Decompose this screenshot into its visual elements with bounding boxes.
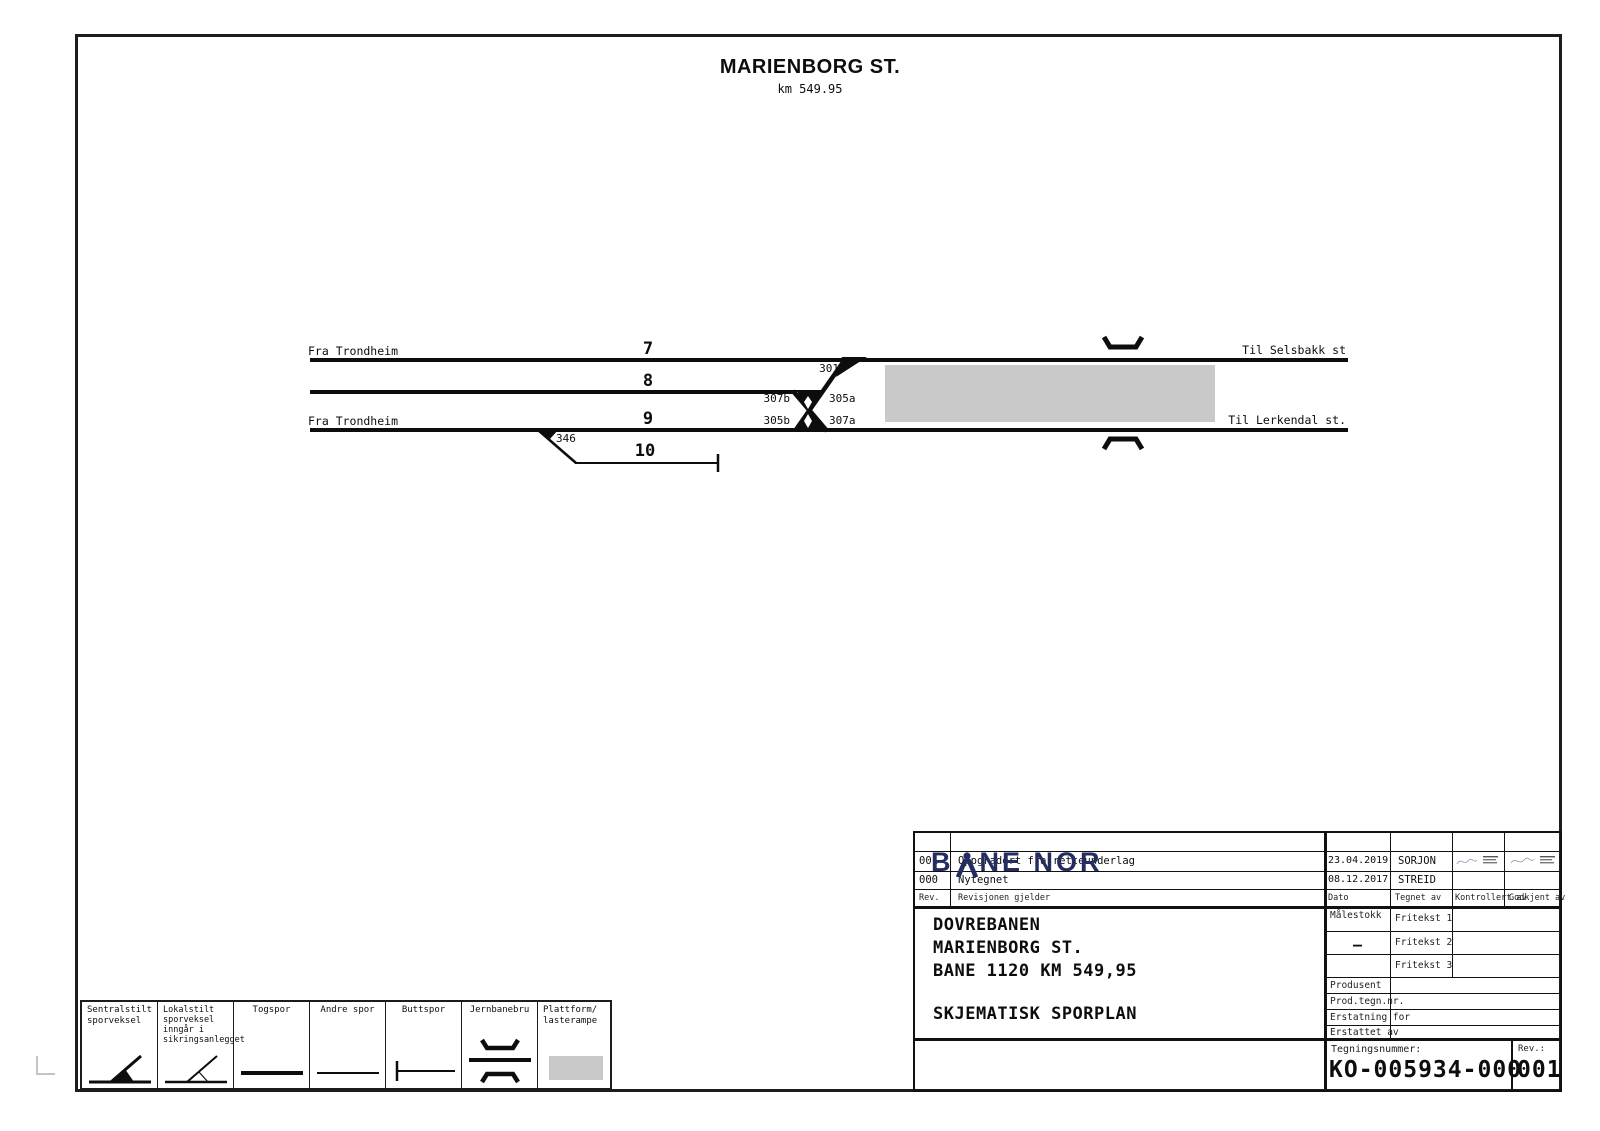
legend-label: Lokalstilt bbox=[163, 1005, 215, 1015]
legend-label: Togspor bbox=[252, 1005, 291, 1015]
rev-header-checked: Kontrollert av bbox=[1455, 893, 1527, 903]
local-switch-icon bbox=[164, 1055, 227, 1084]
field-erstatning-for: Erstatning for bbox=[1330, 1012, 1411, 1023]
drawing-number-label: Tegningsnummer: bbox=[1331, 1044, 1422, 1055]
legend-label: sporveksel bbox=[87, 1016, 142, 1026]
project-line-2: MARIENBORG ST. bbox=[933, 938, 1084, 958]
field-malestokk-value: – bbox=[1353, 936, 1363, 954]
rev-000-date: 08.12.2017 bbox=[1328, 874, 1389, 885]
drawing-type: SKJEMATISK SPORPLAN bbox=[933, 1004, 1137, 1024]
rev-001-number: 001 bbox=[919, 855, 938, 867]
logo-a-mark-icon bbox=[955, 852, 978, 877]
field-erstattet-av: Erstattet av bbox=[1330, 1027, 1399, 1038]
rev-header-approved: Godkjent av bbox=[1509, 893, 1566, 903]
rev-000-desc: Nytegnet bbox=[958, 874, 1009, 886]
field-prodtegnnr: Prod.tegn.nr. bbox=[1330, 996, 1405, 1007]
legend-label: sporveksel inngår i bbox=[163, 1015, 215, 1035]
drawing-number: KO-005934-000 bbox=[1329, 1057, 1523, 1083]
other-track-icon bbox=[316, 1072, 379, 1074]
drawing-border bbox=[75, 34, 1562, 1092]
legend: Sentralstilt sporveksel Lokalstilt sporv… bbox=[80, 1000, 612, 1090]
signature-scribble-godkjent bbox=[1510, 856, 1555, 864]
legend-label: Sentralstilt bbox=[87, 1005, 153, 1015]
legend-item-jernbanebru: Jernbanebru bbox=[462, 1002, 538, 1088]
central-switch-icon bbox=[88, 1054, 151, 1084]
rev-header-date: Dato bbox=[1328, 893, 1349, 903]
field-fritekst2: Fritekst 2 bbox=[1395, 937, 1453, 948]
field-produsent: Produsent bbox=[1330, 980, 1382, 991]
legend-item-andre-spor: Andre spor bbox=[310, 1002, 386, 1088]
rev-box-value: 001 bbox=[1517, 1057, 1562, 1083]
platform-icon bbox=[549, 1056, 603, 1080]
rev-header-drawn: Tegnet av bbox=[1395, 893, 1442, 903]
legend-item-buttspor: Buttspor bbox=[386, 1002, 462, 1088]
rev-box-label: Rev.: bbox=[1518, 1044, 1546, 1054]
project-line-3: BANE 1120 KM 549,95 bbox=[933, 961, 1137, 981]
rev-header-desc: Revisjonen gjelder bbox=[958, 893, 1051, 903]
rev-header-rev: Rev. bbox=[919, 893, 940, 903]
field-fritekst1: Fritekst 1 bbox=[1395, 913, 1453, 924]
railway-bridge-icon bbox=[468, 1038, 531, 1084]
station-km: km 549.95 bbox=[777, 82, 843, 96]
main-track-icon bbox=[240, 1071, 303, 1075]
logo-text-nenor: NE NOR bbox=[979, 847, 1103, 877]
legend-item-plattform: Plattform/ lasterampe bbox=[538, 1002, 614, 1088]
legend-item-togspor: Togspor bbox=[234, 1002, 310, 1088]
rev-001-desc: Oppgradert fra retteunderlag bbox=[958, 855, 1136, 867]
legend-label: Buttspor bbox=[401, 1005, 446, 1015]
field-malestokk: Målestokk bbox=[1330, 910, 1382, 921]
legend-item-sentralstilt: Sentralstilt sporveksel bbox=[82, 1002, 158, 1088]
project-line-1: DOVREBANEN bbox=[933, 915, 1041, 935]
rev-001-date: 23.04.2019 bbox=[1328, 855, 1389, 866]
legend-label: Plattform/ bbox=[543, 1005, 598, 1015]
legend-label: Andre spor bbox=[320, 1005, 375, 1015]
signature-scribble-kontrollert bbox=[1456, 856, 1498, 865]
rev-000-by: STREID bbox=[1398, 874, 1436, 886]
legend-item-lokalstilt: Lokalstilt sporveksel inngår i sikringsa… bbox=[158, 1002, 245, 1088]
legend-label: Jernbanebru bbox=[469, 1005, 530, 1015]
title-block: 001 Oppgradert fra retteunderlag 23.04.2… bbox=[913, 831, 1566, 1092]
station-title: MARIENBORG ST. bbox=[719, 56, 901, 78]
rev-000-number: 000 bbox=[919, 874, 938, 886]
dead-end-track-icon bbox=[395, 1061, 455, 1081]
corner-fold-mark bbox=[36, 1056, 55, 1075]
rev-001-by: SORJON bbox=[1398, 855, 1436, 867]
legend-label: sikringsanlegget bbox=[163, 1035, 245, 1045]
field-fritekst3: Fritekst 3 bbox=[1395, 960, 1453, 971]
legend-label: lasterampe bbox=[543, 1016, 598, 1026]
bane-nor-logo: B NE NOR bbox=[931, 847, 1103, 878]
logo-text-b: B bbox=[931, 847, 954, 877]
